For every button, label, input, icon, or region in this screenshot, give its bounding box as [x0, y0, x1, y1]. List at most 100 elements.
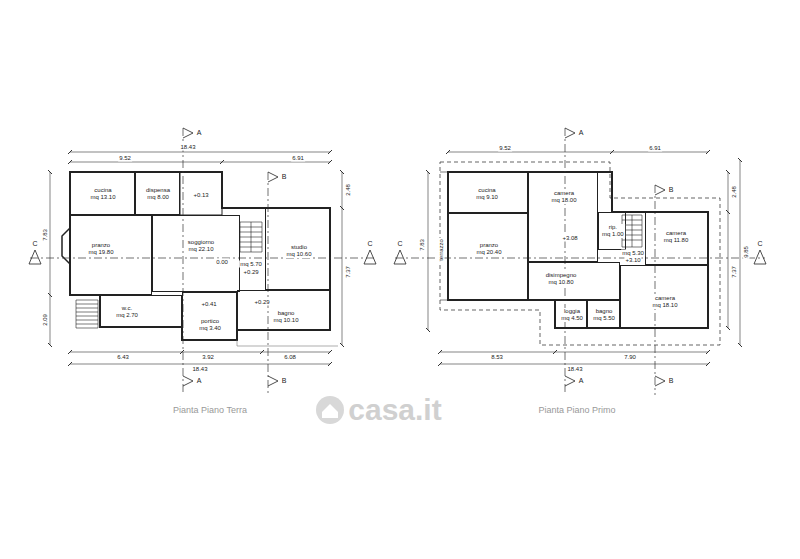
dimension-text: 7.37 — [731, 265, 738, 279]
dimension-text: 2.48 — [731, 185, 738, 199]
room-label: mq 20.40 — [475, 249, 502, 256]
room-text: porticomq 3.40 — [198, 318, 222, 332]
section-letter: C — [366, 240, 373, 248]
room-label: loggia — [560, 308, 584, 315]
room-label: soggiorno — [187, 239, 215, 246]
dimension-text: 9.85 — [743, 245, 750, 259]
section-letter: B — [668, 377, 675, 385]
dimension-text: +0.41 — [200, 301, 217, 308]
room-text: w.c.mq 2.70 — [115, 305, 139, 319]
room-label: w.c. — [115, 305, 139, 312]
room-outline: w.c.mq 2.70 — [100, 295, 182, 327]
watermark: casa.it — [347, 394, 442, 426]
dimension-text: terrazzo — [438, 238, 445, 262]
dimension-text: +0.13 — [192, 192, 209, 199]
dimension-text: 6.43 — [116, 354, 130, 361]
room-label: cucina — [475, 187, 499, 194]
dimension-text: 7.83 — [42, 228, 49, 242]
room-label: mq 1.00 — [601, 231, 625, 238]
section-letter: A — [196, 377, 203, 385]
dimension-text: 6.91 — [648, 145, 662, 152]
dimension-text: 2.48 — [345, 183, 352, 197]
room-label: mq 10.60 — [285, 251, 312, 258]
room-label: rip. — [601, 224, 625, 231]
ground-floor-walls — [62, 172, 338, 346]
room-label: mq 2.70 — [115, 312, 139, 319]
room-label: camera — [550, 190, 577, 197]
dimension-text: mq 5.70 — [239, 261, 263, 268]
room-outline: disimpegnomq 10.80 — [528, 262, 620, 300]
room-label: portico — [198, 318, 222, 325]
room-label: bagno — [592, 308, 616, 315]
section-marker — [394, 128, 766, 386]
room-text: pranzomq 19.80 — [87, 242, 114, 256]
room-outline: porticomq 3.40 — [182, 292, 237, 340]
dimension-text: 18.43 — [191, 366, 208, 373]
section-letter: A — [196, 129, 203, 137]
outside-steps — [76, 300, 98, 328]
bay-window — [62, 228, 70, 264]
room-text: disimpegnomq 10.80 — [545, 272, 578, 286]
room-outline: cameramq 18.10 — [620, 265, 708, 328]
room-label: mq 10.10 — [272, 317, 299, 324]
outer-wall — [70, 172, 330, 340]
terrace-edge — [440, 172, 448, 300]
dimension-text: 9.52 — [498, 145, 512, 152]
room-label: pranzo — [475, 242, 502, 249]
watermark-icon — [316, 396, 344, 424]
room-outline: pranzomq 19.80 — [70, 215, 152, 295]
room-text: bagnomq 5.50 — [592, 308, 616, 322]
small-room-wall — [180, 172, 222, 215]
room-label: mq 18.10 — [651, 302, 678, 309]
outer-wall — [448, 172, 708, 328]
dimension-text: 7.90 — [623, 354, 637, 361]
room-label: camera — [663, 230, 690, 237]
section-letter: C — [756, 240, 763, 248]
room-outline: soggiornomq 22.10 — [152, 215, 240, 292]
room-text: cucinamq 9.10 — [475, 187, 499, 201]
room-text: bagnomq 10.10 — [272, 310, 299, 324]
room-text: dispensamq 8.00 — [145, 187, 171, 201]
dimension-text: 9.52 — [118, 155, 132, 162]
section-line — [30, 128, 375, 395]
dimension-text: +3.10 — [624, 257, 641, 264]
dimension-text: mq 5.30 — [621, 250, 645, 257]
room-outline: pranzomq 20.40 — [448, 213, 528, 300]
room-label: camera — [651, 295, 678, 302]
room-label: mq 19.80 — [87, 249, 114, 256]
section-marker — [29, 128, 376, 386]
room-label: pranzo — [87, 242, 114, 249]
dimension-text: 6.91 — [291, 155, 305, 162]
room-label: dispensa — [145, 187, 171, 194]
room-outline: studiomq 10.60 — [265, 208, 330, 290]
plan-title: Pianta Piano Terra — [172, 405, 248, 416]
dimension-text: 7.37 — [345, 265, 352, 279]
room-label: cucina — [89, 187, 116, 194]
dimension-text: 3.92 — [201, 354, 215, 361]
room-label: studio — [285, 244, 312, 251]
plan-title: Pianta Piano Primo — [537, 405, 616, 416]
dimension-text: 2.09 — [42, 313, 49, 327]
room-label: mq 5.50 — [592, 315, 616, 322]
section-letter: B — [668, 186, 675, 194]
dimension-text: +0.29 — [242, 269, 259, 276]
room-text: rip.mq 1.00 — [601, 224, 625, 238]
dimension-text: +3.08 — [561, 235, 578, 242]
room-outline: dispensamq 8.00 — [135, 172, 180, 215]
room-outline: rip.mq 1.00 — [598, 212, 626, 250]
room-text: cameramq 18.10 — [651, 295, 678, 309]
section-letter: B — [281, 173, 288, 181]
room-text: studiomq 10.60 — [285, 244, 312, 258]
room-outline: cameramq 18.00 — [528, 172, 598, 262]
room-label: mq 18.00 — [550, 197, 577, 204]
room-label: mq 9.10 — [475, 194, 499, 201]
room-outline: bagnomq 10.10 — [237, 290, 330, 330]
room-label: mq 10.80 — [545, 279, 578, 286]
dimension-text: 0.00 — [215, 259, 229, 266]
dimension-text: 6.08 — [283, 354, 297, 361]
room-outline: bagnomq 5.50 — [587, 300, 620, 328]
section-letter: C — [31, 240, 38, 248]
room-outline: cameramq 11.80 — [645, 212, 708, 265]
